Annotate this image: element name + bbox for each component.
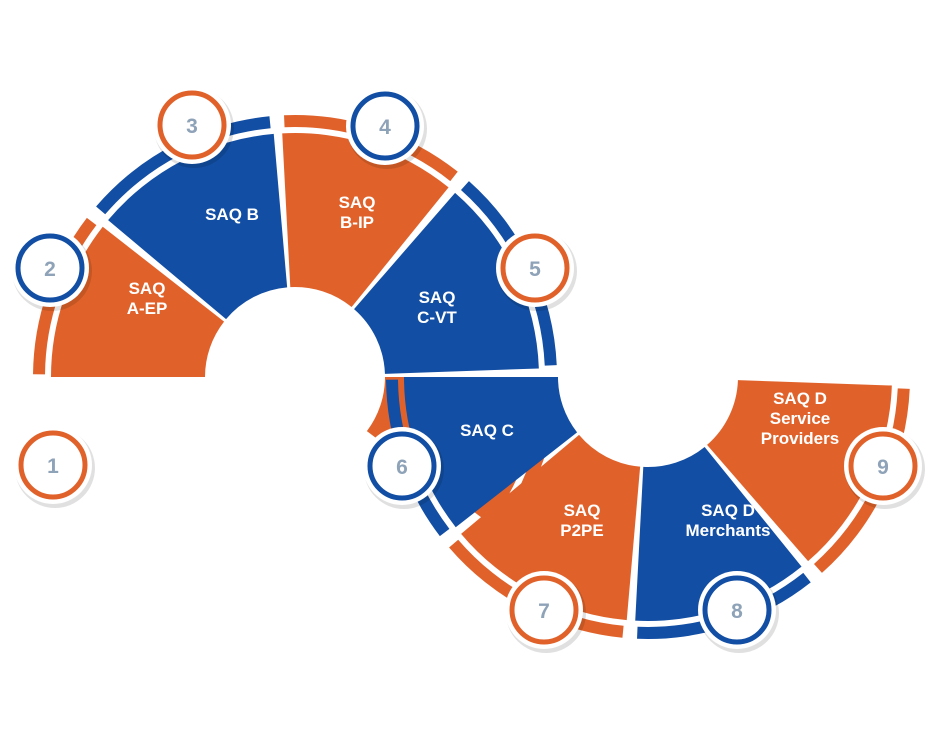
step-1-number: 1	[47, 455, 59, 478]
step-5-number: 5	[529, 258, 541, 281]
segment-1-rim	[33, 217, 97, 375]
step-4-badge: 4	[346, 87, 427, 169]
segment-4-wedge	[354, 192, 539, 374]
wedge-layer	[33, 115, 910, 639]
segment-1-label: SAQ A	[121, 419, 174, 438]
segment-4-rim	[460, 181, 557, 366]
step-5-badge: 5	[496, 229, 577, 311]
segment-9-rim	[813, 388, 910, 573]
segment-8-wedge	[635, 446, 802, 621]
step-8-badge: 8	[698, 571, 779, 653]
step-7-badge: 7	[505, 571, 586, 653]
step-3-number: 3	[186, 115, 198, 138]
step-9-number: 9	[877, 456, 889, 479]
step-4-number: 4	[379, 116, 391, 139]
step-9-badge: 9	[844, 427, 925, 509]
segment-3-wedge	[282, 133, 449, 308]
step-2-badge: 2	[11, 229, 92, 311]
segment-7-wedge	[461, 434, 641, 621]
step-6-number: 6	[396, 456, 408, 479]
step-1-badge: 1	[14, 426, 95, 508]
segment-6-rim	[386, 379, 450, 537]
step-2-number: 2	[44, 258, 56, 281]
segment-1-wedge	[51, 226, 225, 377]
segment-9-wedge	[707, 380, 892, 562]
segment-3-label: SAQ B	[205, 205, 259, 224]
step-8-number: 8	[731, 600, 743, 623]
step-7-number: 7	[538, 600, 550, 623]
segment-6-label: SAQ C	[460, 421, 514, 440]
step-6-badge: 6	[363, 427, 444, 509]
badge-layer: 1 2 3 4 5 6 7 8 9	[11, 86, 925, 653]
segment-6-wedge	[404, 377, 578, 528]
segment-2-wedge	[108, 133, 288, 320]
segment-2-rim	[96, 116, 271, 215]
segment-7-rim	[449, 539, 624, 638]
step-3-badge: 3	[153, 86, 234, 168]
